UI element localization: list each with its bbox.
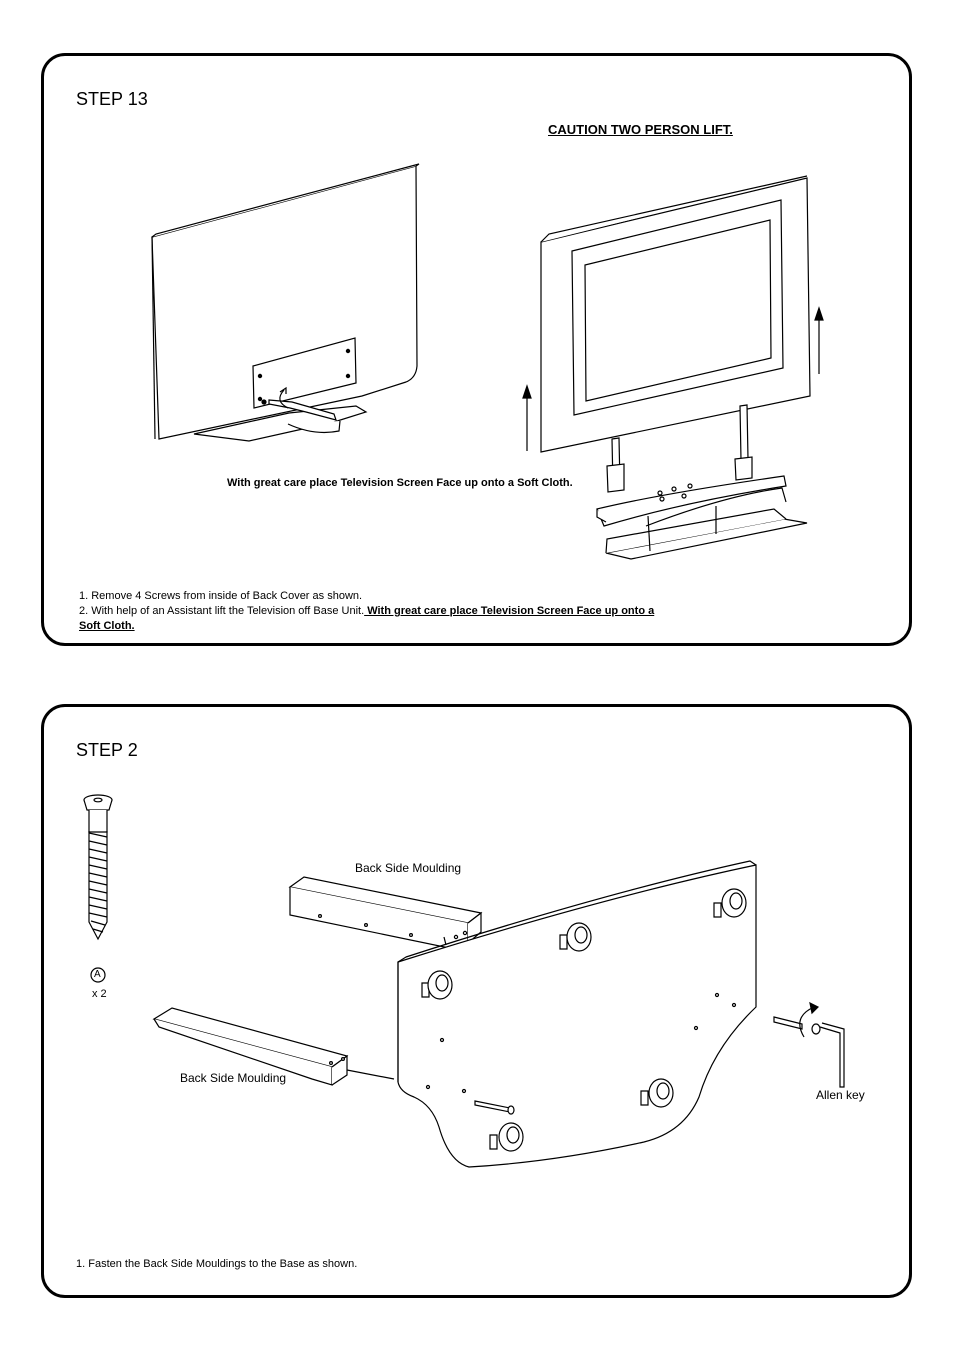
step-13-instruction-2: 2. With help of an Assistant lift the Te… (79, 605, 654, 617)
step-13-instruction-1: 1. Remove 4 Screws from inside of Back C… (79, 590, 363, 602)
step-2-title: STEP 2 (76, 740, 138, 760)
tv-back-illustration (151, 163, 824, 560)
part-a-circle-letter: A (94, 969, 101, 980)
moulding-top-label: Back Side Moulding (355, 861, 462, 875)
moulding-left-label: Back Side Moulding (180, 1071, 287, 1085)
caution-label: CAUTION TWO PERSON LIFT. (548, 122, 733, 137)
screen-face-callout: With great care place Television Screen … (227, 477, 573, 489)
instruction-2-plain: 2. With help of an Assistant lift the Te… (79, 605, 365, 617)
step-13-panel: STEP 13 CAUTION TWO PERSON LIFT. (41, 53, 912, 646)
step-2-instruction-1: 1. Fasten the Back Side Mouldings to the… (76, 1258, 358, 1270)
step-13-title: STEP 13 (76, 89, 148, 109)
screw-part-a-icon (83, 794, 113, 983)
base-assembly-illustration (83, 794, 845, 1168)
part-a-quantity: x 2 (92, 988, 107, 1000)
step-13-instruction-2-continued: Soft Cloth. (79, 620, 135, 632)
instruction-2-bold: With great care place Television Screen … (364, 605, 655, 617)
allen-key-label: Allen key (816, 1088, 865, 1102)
step-2-panel: STEP 2 (41, 704, 912, 1298)
